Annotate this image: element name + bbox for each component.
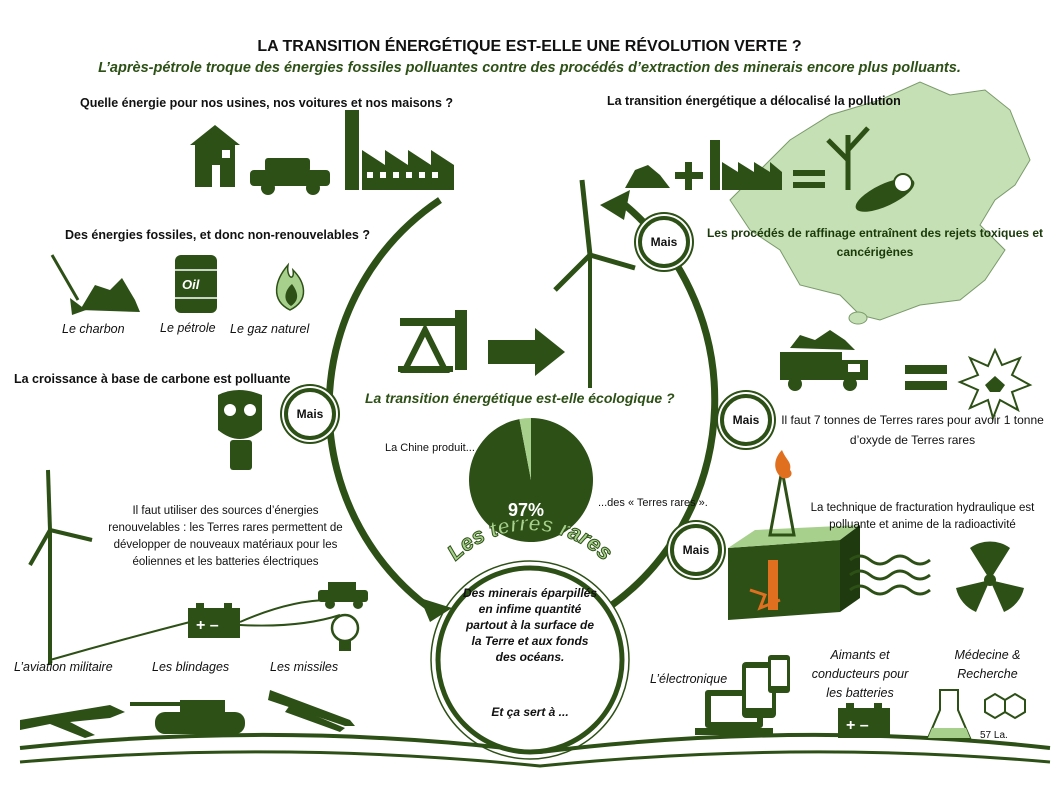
oil-barrel-icon bbox=[175, 255, 217, 313]
pie-slice-chine bbox=[469, 418, 594, 542]
pollution-title: La transition énergétique a délocalisé l… bbox=[607, 94, 901, 108]
rare-earth-circle bbox=[435, 565, 625, 755]
oil-barrel-label: Oil bbox=[182, 277, 200, 292]
factory-small-icon bbox=[710, 140, 782, 190]
missiles-icon bbox=[268, 690, 355, 732]
mais-badge-bottom: Mais bbox=[670, 524, 722, 576]
equals-big-icon bbox=[905, 365, 947, 390]
page-title: LA TRANSITION ÉNERGÉTIQUE EST-ELLE UNE R… bbox=[257, 38, 802, 55]
gas-flame-icon bbox=[275, 262, 305, 311]
label-gas: Le gaz naturel bbox=[230, 322, 310, 336]
dead-tree-icon bbox=[826, 126, 870, 190]
mais-badge-right: Mais bbox=[720, 394, 772, 446]
plus-icon bbox=[675, 162, 703, 190]
molecule-icon bbox=[984, 692, 1026, 720]
tank-icon bbox=[130, 700, 245, 734]
question-energy: Quelle énergie pour nos usines, nos voit… bbox=[80, 96, 454, 110]
fighter-jet-icon bbox=[20, 705, 125, 738]
rare-earth-tons-text: Il faut 7 tonnes de Terres rares pour av… bbox=[781, 413, 1044, 447]
china-prefix: La Chine produit... bbox=[385, 442, 475, 454]
pie-slice-reste bbox=[519, 418, 531, 480]
mais-badge-left: Mais bbox=[284, 388, 336, 440]
battery-right-icon: + – bbox=[838, 703, 890, 738]
label-medicine: Médecine & Recherche bbox=[954, 648, 1021, 681]
lanthanum-label: 57 La. bbox=[980, 730, 1008, 741]
cycle-arrow-top bbox=[600, 190, 630, 220]
military-jeep-icon bbox=[318, 582, 368, 609]
central-question: La transition énergétique est-elle écolo… bbox=[365, 390, 675, 406]
label-missiles: Les missiles bbox=[270, 660, 339, 674]
truck-icon bbox=[780, 330, 868, 391]
refining-text: Les procédés de raffinage entraînent des… bbox=[706, 226, 1044, 259]
flask-icon bbox=[926, 689, 972, 739]
equals-icon bbox=[793, 170, 825, 188]
label-coal: Le charbon bbox=[62, 322, 125, 336]
dead-fish-icon bbox=[855, 173, 915, 212]
label-magnets: Aimants et conducteurs pour les batterie… bbox=[811, 648, 909, 700]
electronics-icon bbox=[695, 655, 790, 735]
cycle-arrow-bottom bbox=[420, 598, 452, 622]
transition-arrow bbox=[488, 328, 565, 376]
wind-turbine-center bbox=[553, 179, 636, 388]
label-oil: Le pétrole bbox=[160, 321, 216, 335]
mais-badge-top: Mais bbox=[638, 216, 690, 268]
house-icon bbox=[190, 125, 240, 187]
renewables-text: Il faut utiliser des sources d’énergies … bbox=[108, 505, 343, 568]
light-bulb-icon bbox=[330, 613, 360, 651]
radiation-waves-icon bbox=[849, 554, 931, 596]
car-icon bbox=[250, 158, 330, 195]
fracking-icon bbox=[728, 450, 860, 620]
china-suffix: ...des « Terres rares ». bbox=[598, 497, 708, 509]
minerals-text: Des minerais éparpillés en infime quanti… bbox=[462, 586, 598, 664]
label-armor: Les blindages bbox=[152, 660, 230, 674]
page-subtitle: L’après-pétrole troque des énergies foss… bbox=[98, 60, 961, 76]
china-percentage: 97% bbox=[508, 500, 545, 520]
usage-text: Et ça sert à ... bbox=[491, 705, 569, 719]
question-fossil: Des énergies fossiles, et donc non-renou… bbox=[65, 228, 370, 242]
label-aviation: L’aviation militaire bbox=[14, 660, 113, 674]
fracking-text: La technique de fracturation hydraulique… bbox=[810, 502, 1035, 531]
svg-text:+ –: + – bbox=[196, 617, 219, 634]
carbon-growth-text: La croissance à base de carbone est poll… bbox=[14, 372, 291, 386]
factory-icon bbox=[345, 110, 454, 190]
ore-pile-icon bbox=[625, 165, 670, 188]
radioactive-icon bbox=[956, 541, 1024, 612]
gas-mask-icon bbox=[218, 390, 262, 470]
battery-icon: + – bbox=[188, 603, 240, 638]
label-electronics: L’électronique bbox=[650, 672, 728, 686]
wind-turbine-left bbox=[28, 469, 93, 665]
oil-pump-icon bbox=[398, 310, 467, 373]
svg-text:+ –: + – bbox=[846, 717, 869, 734]
coal-icon bbox=[50, 254, 140, 315]
china-pie-chart bbox=[469, 418, 594, 542]
